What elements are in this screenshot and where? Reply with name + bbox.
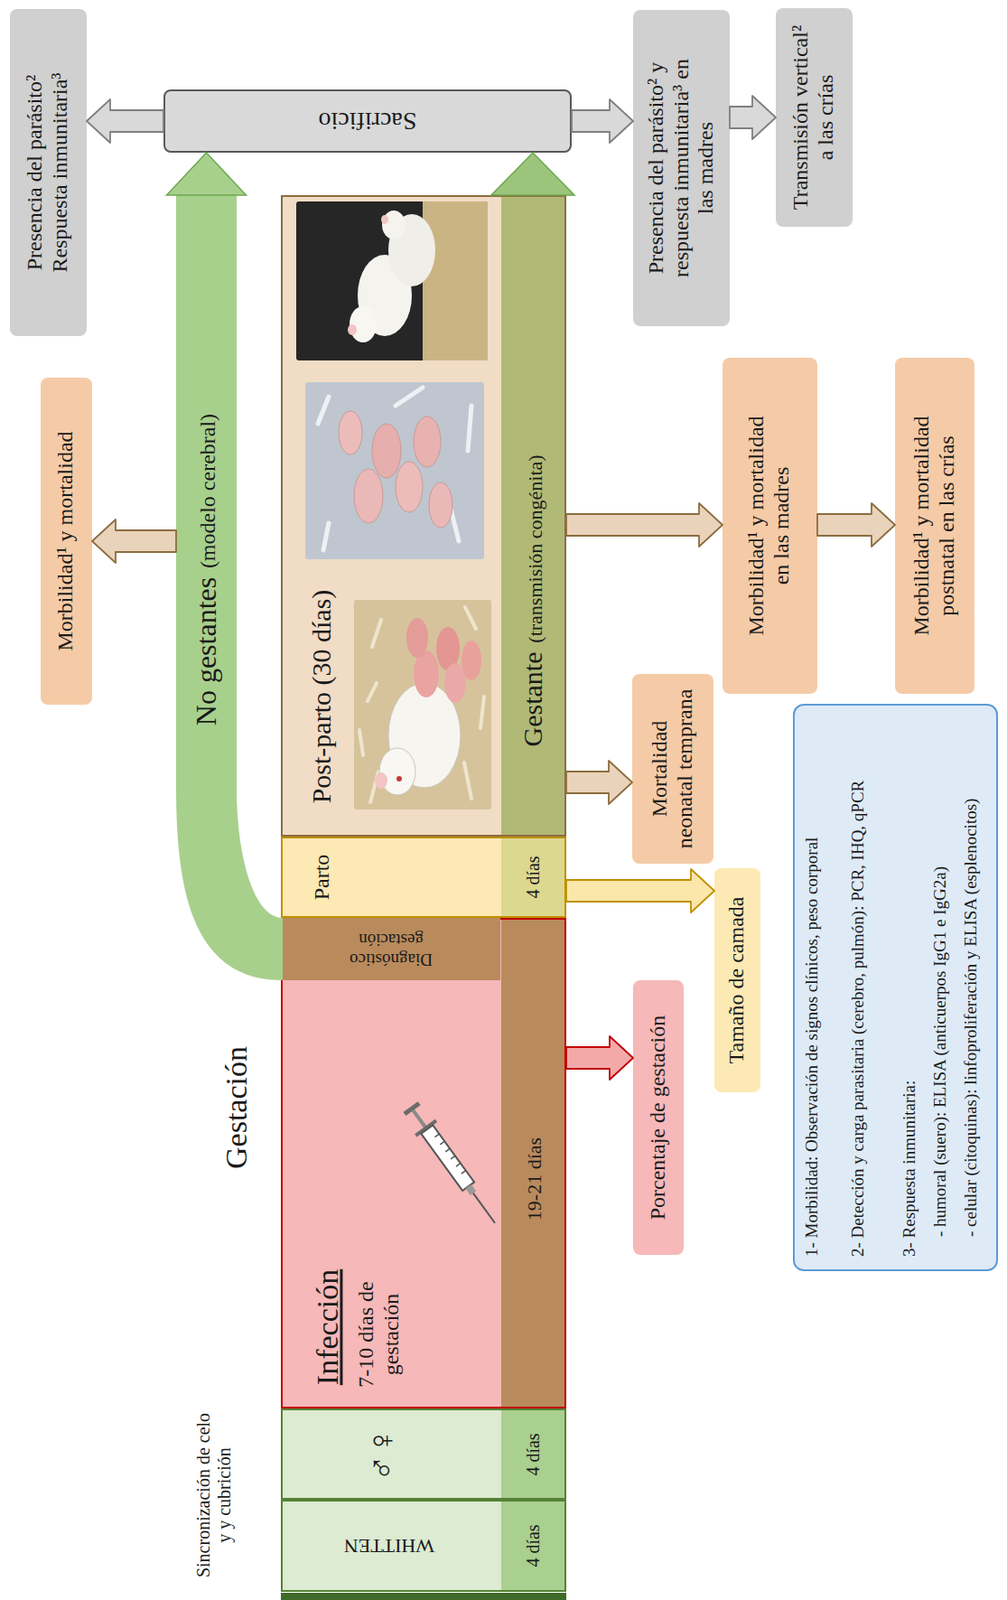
band-segment (501, 919, 565, 1407)
box-text: 7-10 días de gestación (354, 1266, 404, 1402)
box-text: No gestantes (189, 577, 224, 726)
syringe-part (434, 1133, 466, 1174)
outcome-box: Tamaño de camada (714, 867, 761, 1092)
photo-family (296, 201, 488, 361)
flow-band: No gestantes (modelo cerebral) (176, 195, 237, 787)
box-text: ♂♀ (361, 1426, 403, 1482)
photo-mother (354, 599, 492, 810)
group-heading: Sincronización de celo y y cubrición (193, 1408, 235, 1581)
photo-detail (461, 640, 482, 681)
note-line: 1- Morbilidad: Observación de signos clí… (801, 714, 822, 1257)
note-line: - humoral (suero): ELISA (anticuerpos Ig… (930, 714, 951, 1237)
photo-detail (379, 747, 416, 795)
photo-detail (395, 461, 423, 513)
photo-detail (406, 617, 429, 658)
outcome-box: Porcentaje de gestación (633, 979, 684, 1255)
note-line: 3- Respuesta inmunitaria: (899, 714, 920, 1257)
syringe-part (473, 1193, 495, 1223)
syringe-part (411, 1109, 428, 1129)
photo-pups (305, 382, 485, 560)
box-text: Parto (309, 854, 336, 901)
sacrifice-bar: Sacrificio (163, 89, 572, 153)
outcome-box: Morbilidad¹ y mortalidad postnatal en la… (895, 357, 975, 694)
block-arrow (566, 503, 723, 547)
timeline-band (280, 196, 567, 1600)
photo-detail (317, 387, 472, 551)
box-text: Presencia del parásito² Respuesta inmuni… (22, 50, 73, 295)
photo-detail (381, 214, 389, 224)
phase-heading: Infección (309, 1268, 345, 1385)
outcome-box: Mortalidad neonatal temprana (632, 673, 714, 864)
box-text: Presencia del parásito² y respuesta inmu… (643, 50, 719, 286)
syringe-part (420, 1124, 475, 1191)
photo-detail (382, 210, 406, 240)
photo-ground (296, 201, 488, 361)
box-text: 19-21 días (522, 1137, 546, 1221)
outcome-box: Morbilidad¹ y mortalidad en las madres (722, 357, 818, 694)
photo-detail (413, 416, 441, 467)
photo-detail (396, 775, 402, 782)
outcome-box: Morbilidad¹ y mortalidad (40, 377, 93, 705)
box-text: Transmisión vertical² a las crías (788, 22, 839, 213)
arrow-head (491, 152, 575, 196)
box-text: 4 días (522, 1523, 544, 1567)
box-text: (transmisión congénita) (523, 454, 547, 643)
photo-detail (354, 468, 383, 523)
band-segment (501, 838, 565, 916)
box-text: Sacrificio (318, 106, 418, 136)
box-text: Diagnóstico gestación (336, 929, 446, 970)
box-text: WHITTEN (344, 1533, 435, 1557)
syringe-part (402, 1100, 420, 1116)
block-arrow (566, 760, 633, 804)
box-text: Tamaño de camada (724, 873, 750, 1087)
photo-detail (374, 772, 388, 789)
start-bar (280, 1592, 567, 1600)
band-curve (176, 786, 283, 980)
box-text: Morbilidad¹ y mortalidad en las madres (744, 408, 794, 644)
block-arrow (86, 99, 164, 143)
block-arrow (566, 868, 715, 913)
box-text: Gestante (517, 652, 550, 747)
box-text: 4 días (522, 855, 544, 898)
syringe-icon (400, 1099, 505, 1231)
diagnosis-strip: Diagnóstico gestación (282, 917, 501, 980)
photo-detail (372, 423, 401, 478)
box-text: Mortalidad neonatal temprana (647, 685, 698, 853)
photo-detail (359, 606, 485, 802)
photo-detail (428, 482, 453, 528)
band-segment (501, 1409, 565, 1498)
band-segment (501, 1501, 565, 1590)
block-arrow (817, 503, 896, 547)
block-arrow (92, 519, 177, 563)
connector-group (86, 95, 896, 1080)
photo-detail (349, 306, 377, 343)
photo-ground (354, 599, 492, 810)
photo-detail (347, 324, 357, 336)
box-text: 4 días (522, 1432, 544, 1475)
outcome-box: Presencia del parásito² y respuesta inmu… (633, 9, 730, 327)
block-arrow (729, 95, 776, 140)
phase-heading: Post-parto (30 días) (306, 589, 338, 804)
arrow-head (167, 152, 247, 196)
box-text: Morbilidad¹ y mortalidad (53, 387, 79, 695)
band-segment (501, 196, 565, 835)
outcome-box: Presencia del parásito² Respuesta inmuni… (9, 9, 87, 336)
photo-ground (305, 382, 485, 560)
group-heading: Gestación (218, 1045, 254, 1169)
note-line: - celular (citoquinas): linfoproliferaci… (960, 714, 981, 1237)
block-arrow (571, 99, 634, 143)
box-text: Morbilidad¹ y mortalidad postnatal en la… (909, 408, 960, 644)
photo-detail (338, 410, 363, 455)
note-line: 2- Detección y carga parasitaria (cerebr… (848, 714, 868, 1257)
photo-detail (422, 201, 488, 361)
box-text: Porcentaje de gestación (645, 986, 672, 1249)
block-arrow (566, 1035, 634, 1080)
outcome-box: Transmisión vertical² a las crías (775, 8, 853, 227)
notes-box: 1- Morbilidad: Observación de signos clí… (792, 703, 998, 1271)
box-text: (modelo cerebral) (195, 413, 222, 569)
